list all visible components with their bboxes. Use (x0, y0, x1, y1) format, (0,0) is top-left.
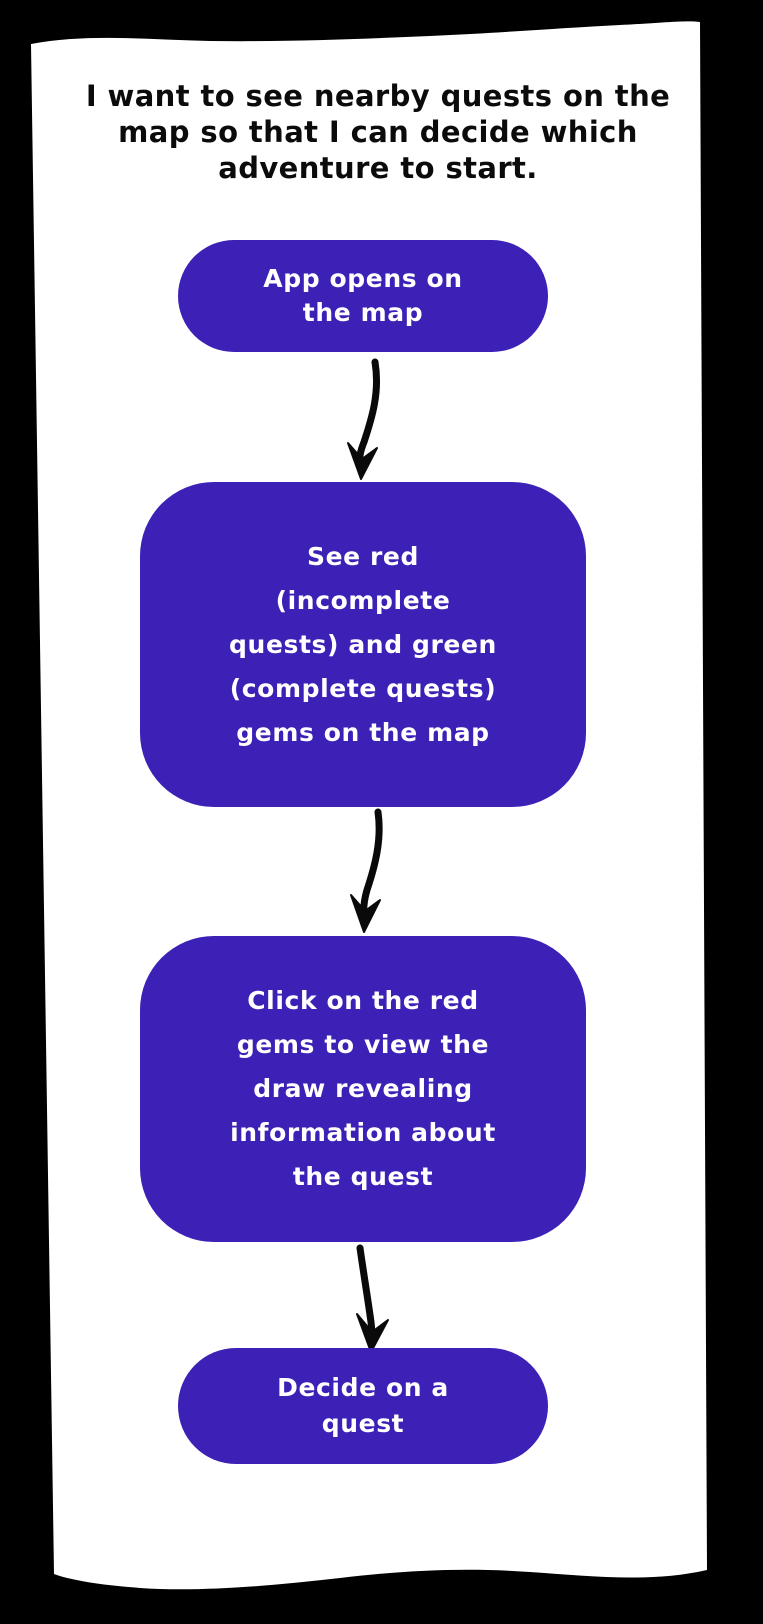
flow-node-start[interactable]: App opens on the map (178, 240, 548, 352)
page-title: I want to see nearby quests on the map s… (85, 79, 671, 185)
flow-node-click-gems[interactable]: Click on the red gems to view the draw r… (140, 936, 586, 1242)
flow-node-see-gems[interactable]: See red (incomplete quests) and green (c… (140, 482, 586, 807)
flow-node-decide[interactable]: Decide on a quest (178, 1348, 548, 1464)
